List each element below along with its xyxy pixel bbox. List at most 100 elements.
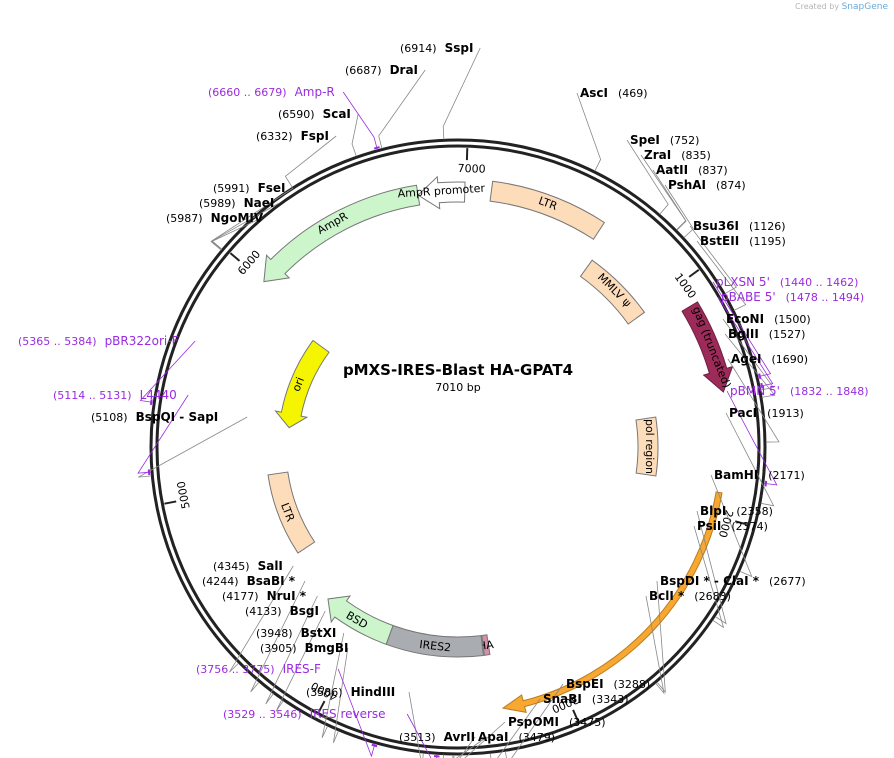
position-text: (4177) — [222, 590, 259, 603]
position-text: (469) — [618, 87, 648, 100]
primer-leader-plxsn-5- — [712, 281, 772, 378]
position-text: (1500) — [774, 313, 811, 326]
enzyme-leader-bsteii — [696, 240, 747, 311]
name-text: L4440 — [140, 388, 177, 402]
enzyme-label-bspdi-clai-: BspDI * - ClaI *(2677) — [660, 574, 806, 588]
position-text: (5989) — [199, 197, 236, 210]
position-text: (1126) — [749, 220, 786, 233]
enzyme-leader-paci — [725, 412, 775, 507]
position-text: (874) — [716, 179, 746, 192]
position-text: (4133) — [245, 605, 282, 618]
position-text: (3529 .. 3546) — [223, 708, 302, 721]
credit-prefix: Created by — [795, 2, 840, 11]
enzyme-label-fspi: (6332)FspI — [256, 129, 329, 143]
primer-site-amp-r — [373, 146, 380, 150]
position-text: (5114 .. 5131) — [53, 389, 132, 402]
plasmid-length: 7010 bp — [435, 381, 480, 394]
enzyme-label-pshai: PshAI (874) — [668, 178, 746, 192]
position-text: (2683) — [694, 590, 731, 603]
position-text: (1527) — [769, 328, 806, 341]
feature-label-ampr-promoter: AmpR promoter — [397, 182, 486, 201]
position-text: (4345) — [213, 560, 250, 573]
enzyme-leader-apai — [452, 736, 476, 758]
enzyme-label-pspomi: PspOMI (3475) — [508, 715, 606, 729]
name-text: PacI — [729, 406, 757, 420]
feature-ampr-promoter — [417, 175, 466, 210]
position-text: (6332) — [256, 130, 293, 143]
primer-label-plxsn-5-: pLXSN 5'(1440 .. 1462) — [716, 275, 858, 289]
enzyme-label-ngomiv: (5987)NgoMIV — [166, 211, 264, 225]
enzyme-label-sspi: (6914)SspI — [400, 41, 473, 55]
position-text: (6687) — [345, 64, 382, 77]
enzyme-label-avrii: (3513)AvrII — [399, 730, 475, 744]
position-text: (3905) — [260, 642, 297, 655]
enzyme-label-bmgbi: (3905)BmgBI — [260, 641, 348, 655]
enzyme-label-spei: SpeI(752) — [630, 133, 699, 147]
primer-label-l4440: (5114 .. 5131) L4440 — [53, 388, 177, 402]
primer-leader-l4440 — [137, 394, 189, 474]
name-text: BglII — [728, 327, 759, 341]
backbone-group — [149, 138, 767, 756]
name-text: PspOMI — [508, 715, 559, 729]
enzyme-leader-bsabi- — [250, 580, 306, 693]
enzyme-leader-pspomi — [453, 721, 506, 758]
name-text: BsgI — [290, 604, 319, 618]
feature-label-pol-region: pol region — [643, 419, 656, 474]
name-text: ScaI — [323, 107, 351, 121]
enzyme-leader-zrai — [640, 154, 687, 231]
tick-mark-2000 — [734, 520, 748, 526]
feature-ori — [274, 339, 330, 429]
plasmid-name: pMXS-IRES-Blast HA-GPAT4 — [343, 361, 573, 379]
enzyme-leader-pshai — [664, 184, 694, 238]
position-text: (5108) — [91, 411, 128, 424]
primer-label-ires-reverse: (3529 .. 3546)IRES reverse — [223, 707, 386, 721]
backbone-inner-ring — [155, 144, 761, 750]
enzyme-leader-fspi — [284, 135, 337, 188]
snapgene-credit[interactable]: Created by SnapGene — [795, 2, 888, 12]
enzyme-leader-bamhi — [710, 474, 753, 578]
enzyme-leader-bspqi-sapi — [138, 416, 248, 478]
position-text: (3586) — [306, 686, 343, 699]
enzyme-label-bsabi-: (4244)BsaBI * — [202, 574, 296, 588]
enzyme-label-agei: AgeI(1690) — [731, 352, 808, 366]
feature-bsd — [327, 595, 394, 645]
tick-mark-3000 — [572, 709, 579, 722]
feature-gag-truncated — [681, 301, 734, 393]
enzyme-label-bglii: BglII (1527) — [728, 327, 805, 341]
enzyme-leader-drai — [378, 69, 426, 149]
position-text: (3479) — [518, 731, 555, 744]
enzyme-label-hindiii: (3586)HindIII — [306, 685, 395, 699]
enzyme-leader-asci — [576, 92, 602, 172]
primer-site-ires-f — [371, 743, 378, 748]
enzyme-label-bsgi: (4133) BsgI — [245, 604, 319, 618]
name-text: pBMN 5' — [730, 384, 780, 398]
snapgene-brand: SnapGene — [841, 2, 888, 12]
name-text: NaeI — [244, 196, 275, 210]
position-text: (835) — [681, 149, 711, 162]
position-text: (2171) — [768, 469, 805, 482]
enzyme-label-blpi: BlpI(2358) — [700, 504, 773, 518]
position-text: (5987) — [166, 212, 203, 225]
enzyme-leader-bspei — [505, 683, 564, 758]
name-text: SpeI — [630, 133, 660, 147]
enzyme-leader-hindiii — [408, 691, 424, 758]
feature-pol-region — [635, 416, 659, 477]
enzyme-leader-bspdi-clai- — [656, 580, 666, 694]
primer-leader-pbmn-5- — [726, 390, 778, 486]
name-text: PshAI — [668, 178, 706, 192]
feature-label-ires2: IRES2 — [419, 638, 452, 655]
name-text: PsiI — [697, 519, 721, 533]
name-text: BclI * — [649, 589, 685, 603]
feature-label-ltr: LTR — [537, 194, 560, 213]
name-text: NruI * — [267, 589, 307, 603]
enzyme-label-bsteii: BstEII(1195) — [700, 234, 786, 248]
center-title-group: pMXS-IRES-Blast HA-GPAT4 7010 bp — [343, 361, 573, 394]
feature-ha — [481, 634, 491, 656]
position-text: (3475) — [569, 716, 606, 729]
name-text: EcoNI — [726, 312, 764, 326]
position-text: (837) — [698, 164, 728, 177]
enzyme-label-fsei: (5991)FseI — [213, 181, 286, 195]
name-text: FseI — [258, 181, 286, 195]
